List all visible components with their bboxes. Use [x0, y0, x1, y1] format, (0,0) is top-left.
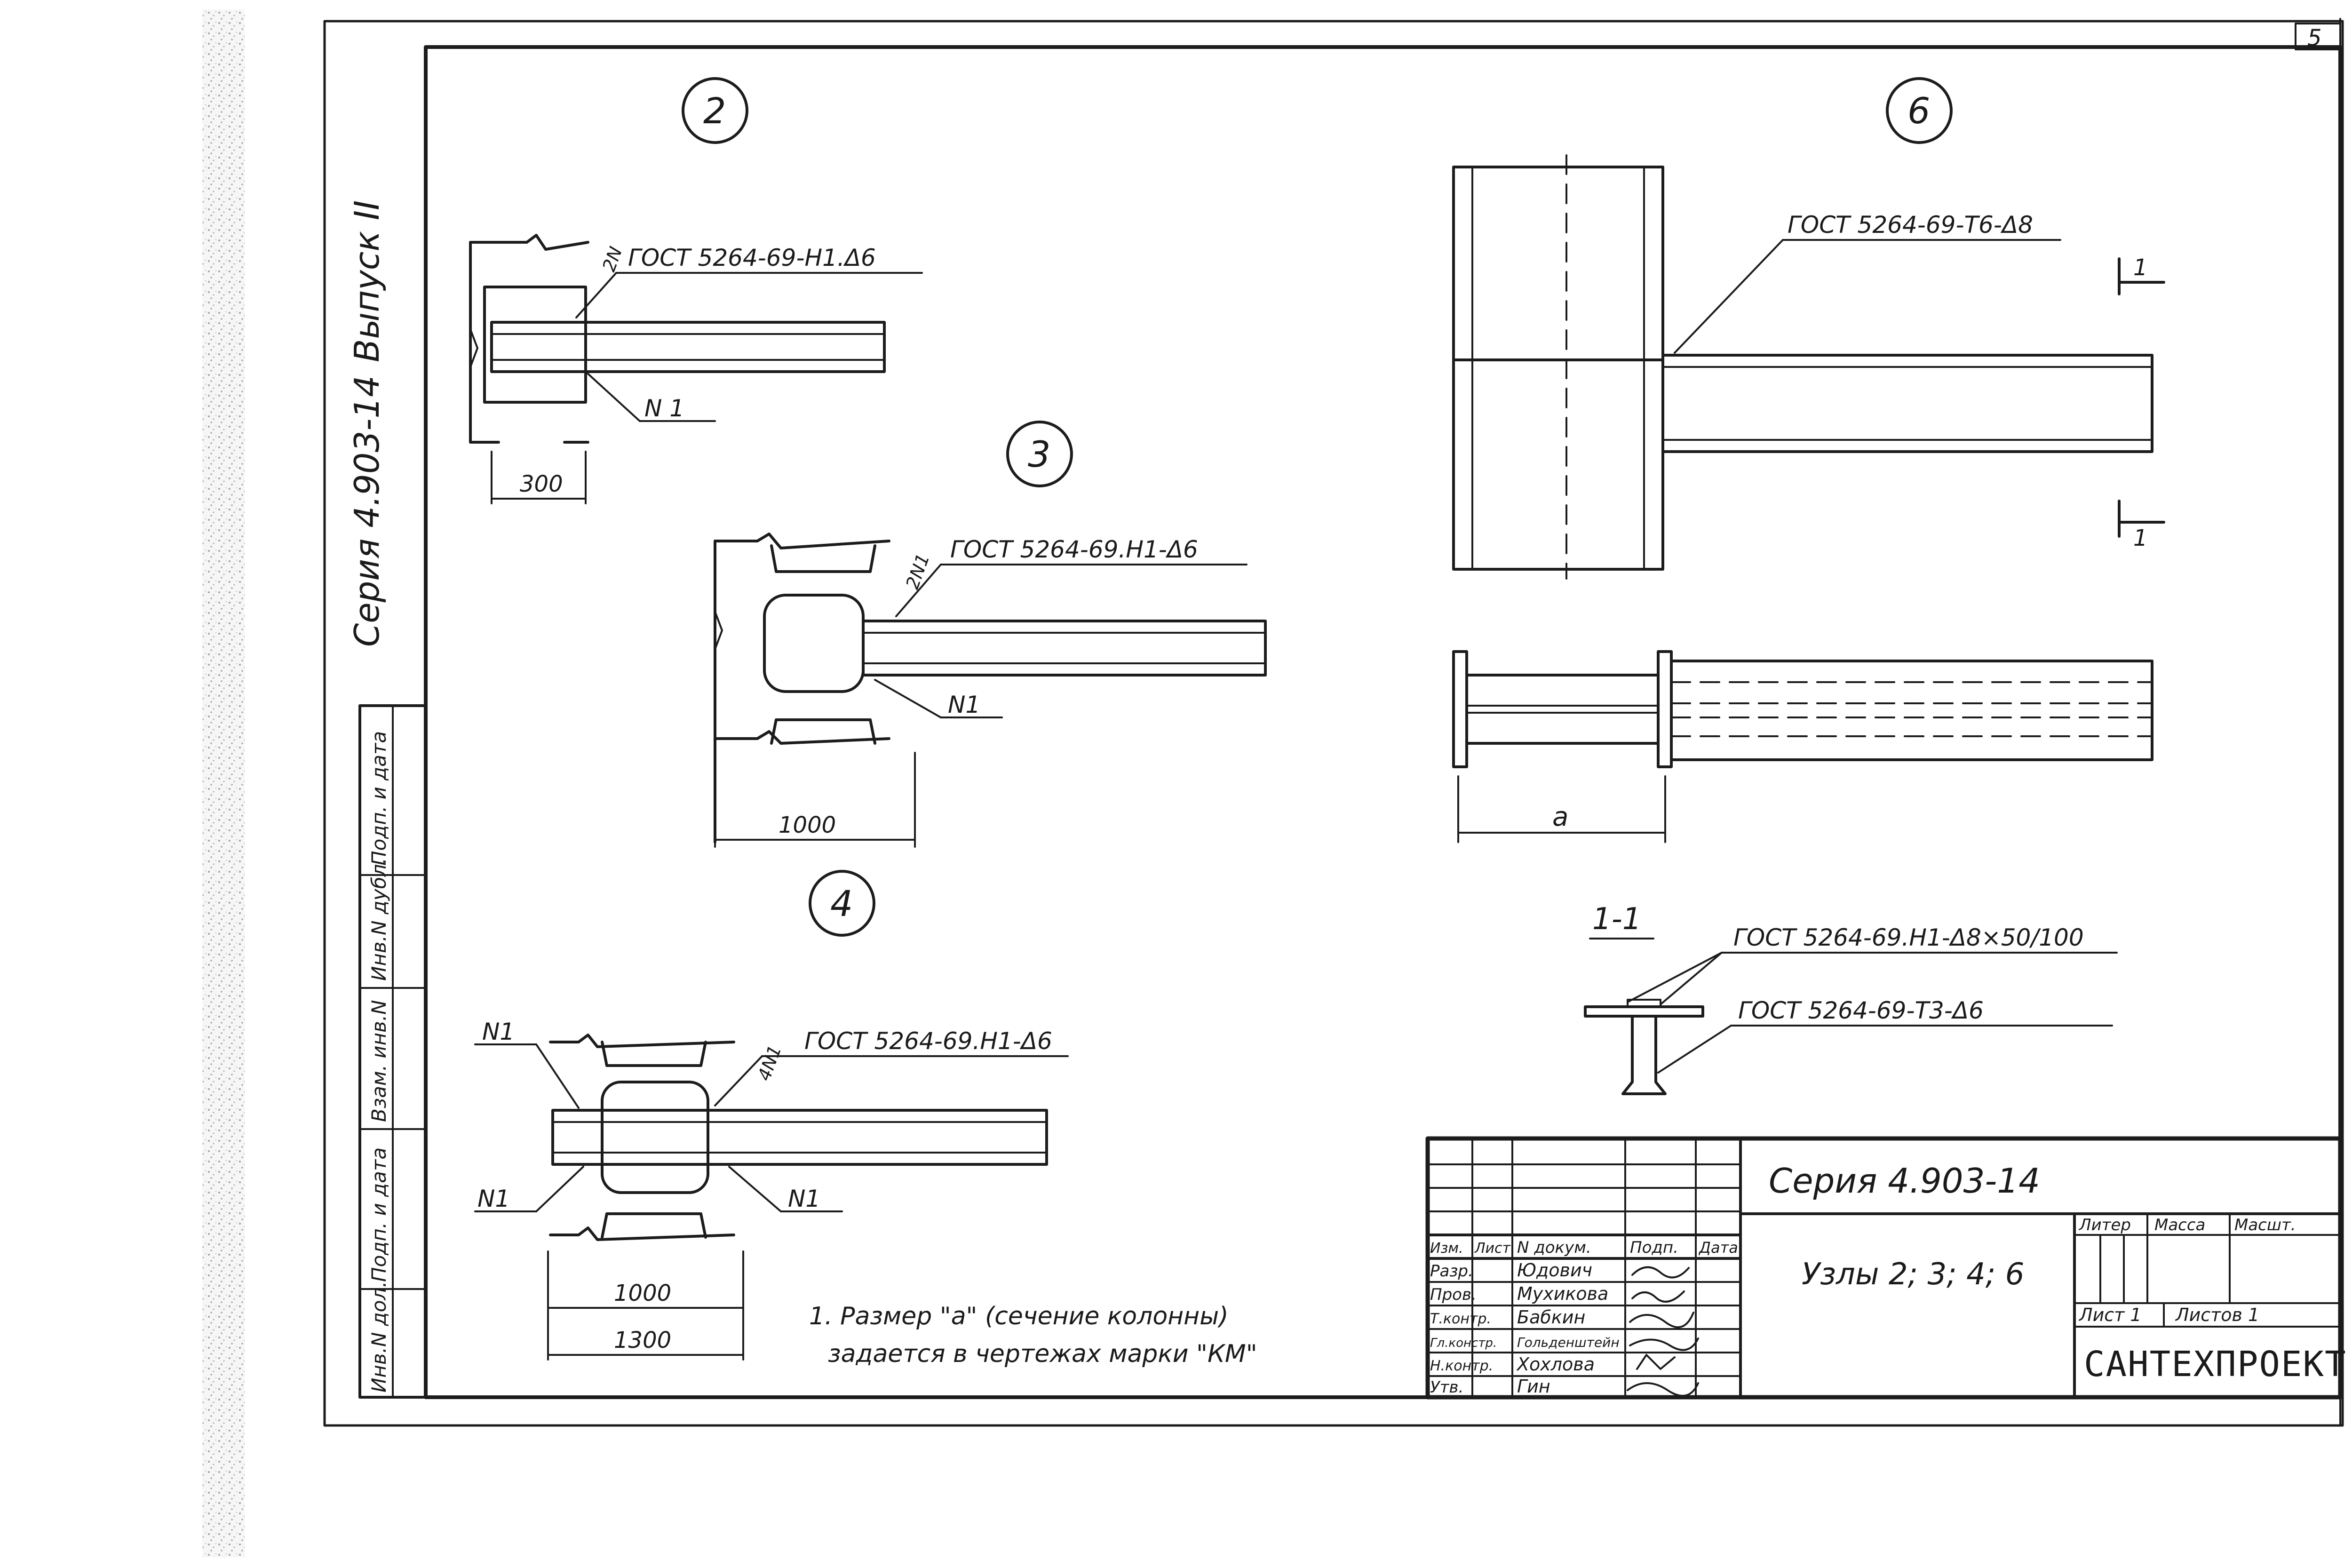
tb-role-2: Пров. — [1430, 1285, 1477, 1304]
side-series: Серия 4.903-14 — [347, 375, 387, 647]
tb-col-izm: Изм. — [1430, 1240, 1463, 1257]
tb-title: Узлы 2; 3; 4; 6 — [1802, 1257, 2024, 1292]
node-2-item-mark: N 1 — [644, 395, 684, 422]
side-stamp: Серия 4.903-14 Выпуск II Инв.N дол. Подп… — [347, 200, 427, 1399]
node-4-weld-note: ГОСТ 5264-69.Н1-Δ6 — [804, 1027, 1052, 1055]
node-4-item-mark-right: N1 — [788, 1185, 820, 1212]
tb-name-6: Гин — [1517, 1376, 1550, 1397]
tb-series: Серия 4.903-14 — [1769, 1161, 2040, 1201]
title-block: Изм. Лист N докум. Подп. Дата Разр. Юдов… — [1425, 1136, 2347, 1400]
node-6-number: 6 — [1907, 90, 1930, 132]
tb-col-doc: N докум. — [1517, 1238, 1591, 1257]
node-4-number: 4 — [830, 883, 853, 924]
tb-role-4: Гл.констр. — [1430, 1336, 1497, 1350]
section-title: 1-1 — [1592, 902, 1642, 937]
node-3-item-mark: N1 — [948, 691, 980, 718]
note-line-2: задается в чертежах марки "КМ" — [828, 1340, 1257, 1368]
node-6-section-mark-top: 1 — [2133, 255, 2148, 281]
node-3: 3 2N1 ГОСТ 5264-69.Н1-Δ6 N1 1000 — [714, 421, 1267, 848]
node-2-weld-note: ГОСТ 5264-69-Н1.Δ6 — [628, 244, 876, 271]
side-col-1: Инв.N дол. — [367, 1281, 390, 1393]
node-4-dim-outer: 1300 — [614, 1327, 671, 1353]
section-1-1: 1-1 ГОСТ 5264-69.Н1-Δ8×50/100 ГОСТ 5264-… — [1584, 902, 2118, 1095]
node-2: 2 2N ГОСТ 5264-69-Н1.Δ6 N 1 300 — [469, 77, 923, 504]
tb-name-5: Хохлова — [1516, 1354, 1595, 1375]
tb-name-2: Мухикова — [1517, 1283, 1608, 1304]
section-weld-note-1: ГОСТ 5264-69.Н1-Δ8×50/100 — [1733, 924, 2084, 951]
general-note: 1. Размер "a" (сечение колонны) задается… — [809, 1302, 1257, 1368]
note-line-1: 1. Размер "a" (сечение колонны) — [809, 1302, 1229, 1330]
node-6: 6 ГОСТ 5264-69-Т6-Δ8 1 1 — [1452, 77, 2165, 843]
node-3-number: 3 — [1028, 433, 1050, 475]
node-4-dim-inner: 1000 — [614, 1280, 671, 1306]
node-3-dim: 1000 — [779, 812, 836, 838]
side-col-4: Инв.N дубл. — [367, 858, 390, 981]
scan-edge-noise — [202, 9, 245, 1557]
signatures — [1627, 1266, 1699, 1397]
node-2-weld-mark: 2N — [598, 244, 626, 274]
node-3-weld-mark: 2N1 — [902, 551, 934, 592]
node-4-item-mark-top: N1 — [482, 1018, 515, 1045]
tb-sheets: Листов 1 — [2175, 1305, 2259, 1325]
tb-name-1: Юдович — [1517, 1260, 1592, 1281]
tb-name-3: Бабкин — [1517, 1307, 1585, 1328]
node-4-weld-mark: 4N1 — [754, 1043, 786, 1083]
tb-organization: САНТЕХПРОЕКТ — [2084, 1344, 2347, 1385]
node-2-dim: 300 — [520, 471, 563, 497]
tb-role-3: Т.контр. — [1430, 1311, 1491, 1327]
tb-role-6: Утв. — [1430, 1378, 1463, 1397]
tb-sheet: Лист 1 — [2078, 1305, 2142, 1325]
node-4: 4 4N1 ГОСТ 5264-69.Н1-Δ6 N1 N1 N1 1000 1… — [474, 870, 1069, 1361]
tb-col-sign: Подп. — [1630, 1238, 1678, 1257]
side-col-2: Подп. и дата — [367, 1147, 390, 1282]
tb-liter: Литер — [2078, 1216, 2131, 1234]
sheet-number-box: 5 — [2295, 23, 2341, 51]
tb-col-date: Дата — [1698, 1239, 1738, 1257]
node-6-weld-note: ГОСТ 5264-69-Т6-Δ8 — [1788, 211, 2033, 239]
node-2-number: 2 — [703, 90, 726, 132]
sheet-number: 5 — [2307, 25, 2322, 51]
node-6-section-mark-bottom: 1 — [2133, 525, 2148, 551]
section-weld-note-2: ГОСТ 5264-69-Т3-Δ6 — [1738, 997, 1984, 1024]
node-3-weld-note: ГОСТ 5264-69.Н1-Δ6 — [950, 536, 1198, 563]
side-col-3: Взам. инв.N — [367, 1000, 390, 1122]
side-col-5: Подп. и дата — [367, 731, 390, 866]
side-issue: Выпуск II — [347, 200, 387, 362]
tb-scale: Масшт. — [2234, 1216, 2296, 1234]
tb-name-4: Гольденштейн — [1517, 1335, 1620, 1350]
tb-col-list: Лист — [1474, 1240, 1511, 1257]
tb-role-5: Н.контр. — [1430, 1358, 1493, 1374]
tb-mass: Масса — [2154, 1216, 2205, 1234]
node-4-item-mark-left: N1 — [477, 1185, 510, 1212]
node-6-dim: a — [1552, 802, 1568, 832]
tb-role-1: Разр. — [1430, 1262, 1473, 1281]
